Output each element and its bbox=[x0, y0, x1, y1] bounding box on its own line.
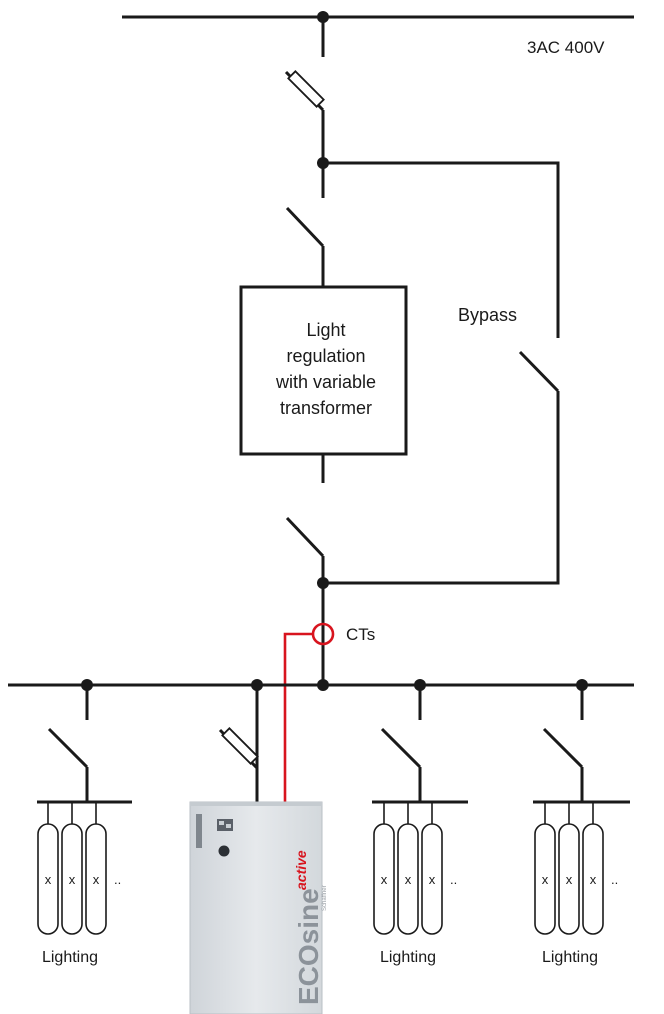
main-fuse bbox=[284, 70, 325, 112]
lighting-group-3: x x x .. Lighting bbox=[533, 727, 630, 966]
lamp-mark: x bbox=[590, 872, 597, 887]
regulation-line-1: Light bbox=[306, 320, 345, 340]
regulator-output-switch bbox=[285, 516, 325, 684]
lamp-icon bbox=[373, 823, 395, 935]
svg-text:active: active bbox=[293, 850, 309, 890]
lighting-label-1: Lighting bbox=[42, 949, 98, 966]
cabinet-display-icon bbox=[217, 819, 233, 831]
lamp-icon bbox=[421, 823, 443, 935]
lamp-mark: x bbox=[45, 872, 52, 887]
light-regulation-text: Light regulation with variable transform… bbox=[275, 320, 376, 418]
ecosine-active-cabinet: ECOsine active Schaffner bbox=[189, 801, 328, 1014]
cabinet-brand-logo: ECOsine active Schaffner bbox=[293, 850, 328, 1005]
lamp-icon bbox=[37, 823, 59, 935]
lighting-label-3: Lighting bbox=[542, 949, 598, 966]
bypass-switch bbox=[518, 350, 560, 393]
more-lamps-mark: .. bbox=[450, 872, 457, 887]
lamp-icon bbox=[582, 823, 604, 935]
svg-text:Schaffner: Schaffner bbox=[322, 885, 328, 911]
lamp-icon bbox=[61, 823, 83, 935]
lighting-group-2: x x x .. Lighting bbox=[372, 727, 468, 966]
regulator-input-switch bbox=[285, 206, 325, 287]
regulation-line-3: with variable bbox=[275, 372, 376, 392]
lighting-switch-2 bbox=[380, 727, 422, 802]
light-regulation-box bbox=[239, 285, 408, 456]
lamp-mark: x bbox=[69, 872, 76, 887]
lamp-mark: x bbox=[542, 872, 549, 887]
lamp-icon bbox=[85, 823, 107, 935]
regulation-line-2: regulation bbox=[286, 346, 365, 366]
harmonic-filter-feeder bbox=[218, 720, 259, 802]
supply-voltage-label: 3AC 400V bbox=[527, 38, 605, 57]
lamp-mark: x bbox=[566, 872, 573, 887]
lamp-icon bbox=[534, 823, 556, 935]
bypass-line-upper bbox=[323, 161, 560, 338]
lamp-mark: x bbox=[429, 872, 436, 887]
lamp-set-1: x x x .. bbox=[37, 802, 121, 935]
lighting-group-1: x x x .. Lighting bbox=[37, 727, 132, 966]
lamp-set-3: x x x .. bbox=[534, 802, 618, 935]
ct-label: CTs bbox=[346, 625, 375, 644]
cabinet-power-knob-icon bbox=[218, 845, 230, 857]
lamp-set-2: x x x .. bbox=[373, 802, 457, 935]
lamp-icon bbox=[558, 823, 580, 935]
more-lamps-mark: .. bbox=[611, 872, 618, 887]
svg-text:ECOsine: ECOsine bbox=[293, 888, 324, 1005]
regulation-line-4: transformer bbox=[280, 398, 372, 418]
lamp-mark: x bbox=[93, 872, 100, 887]
bypass-label: Bypass bbox=[458, 305, 517, 325]
cabinet-side-strip bbox=[196, 814, 202, 848]
bypass-line-lower bbox=[323, 391, 560, 585]
lighting-switch-3 bbox=[542, 727, 584, 802]
lighting-label-2: Lighting bbox=[380, 949, 436, 966]
busbar-junction-3 bbox=[317, 679, 329, 691]
lamp-icon bbox=[397, 823, 419, 935]
lamp-mark: x bbox=[405, 872, 412, 887]
lamp-mark: x bbox=[381, 872, 388, 887]
lighting-switch-1 bbox=[47, 727, 89, 802]
more-lamps-mark: .. bbox=[114, 872, 121, 887]
ct-signal-cable bbox=[283, 632, 313, 802]
